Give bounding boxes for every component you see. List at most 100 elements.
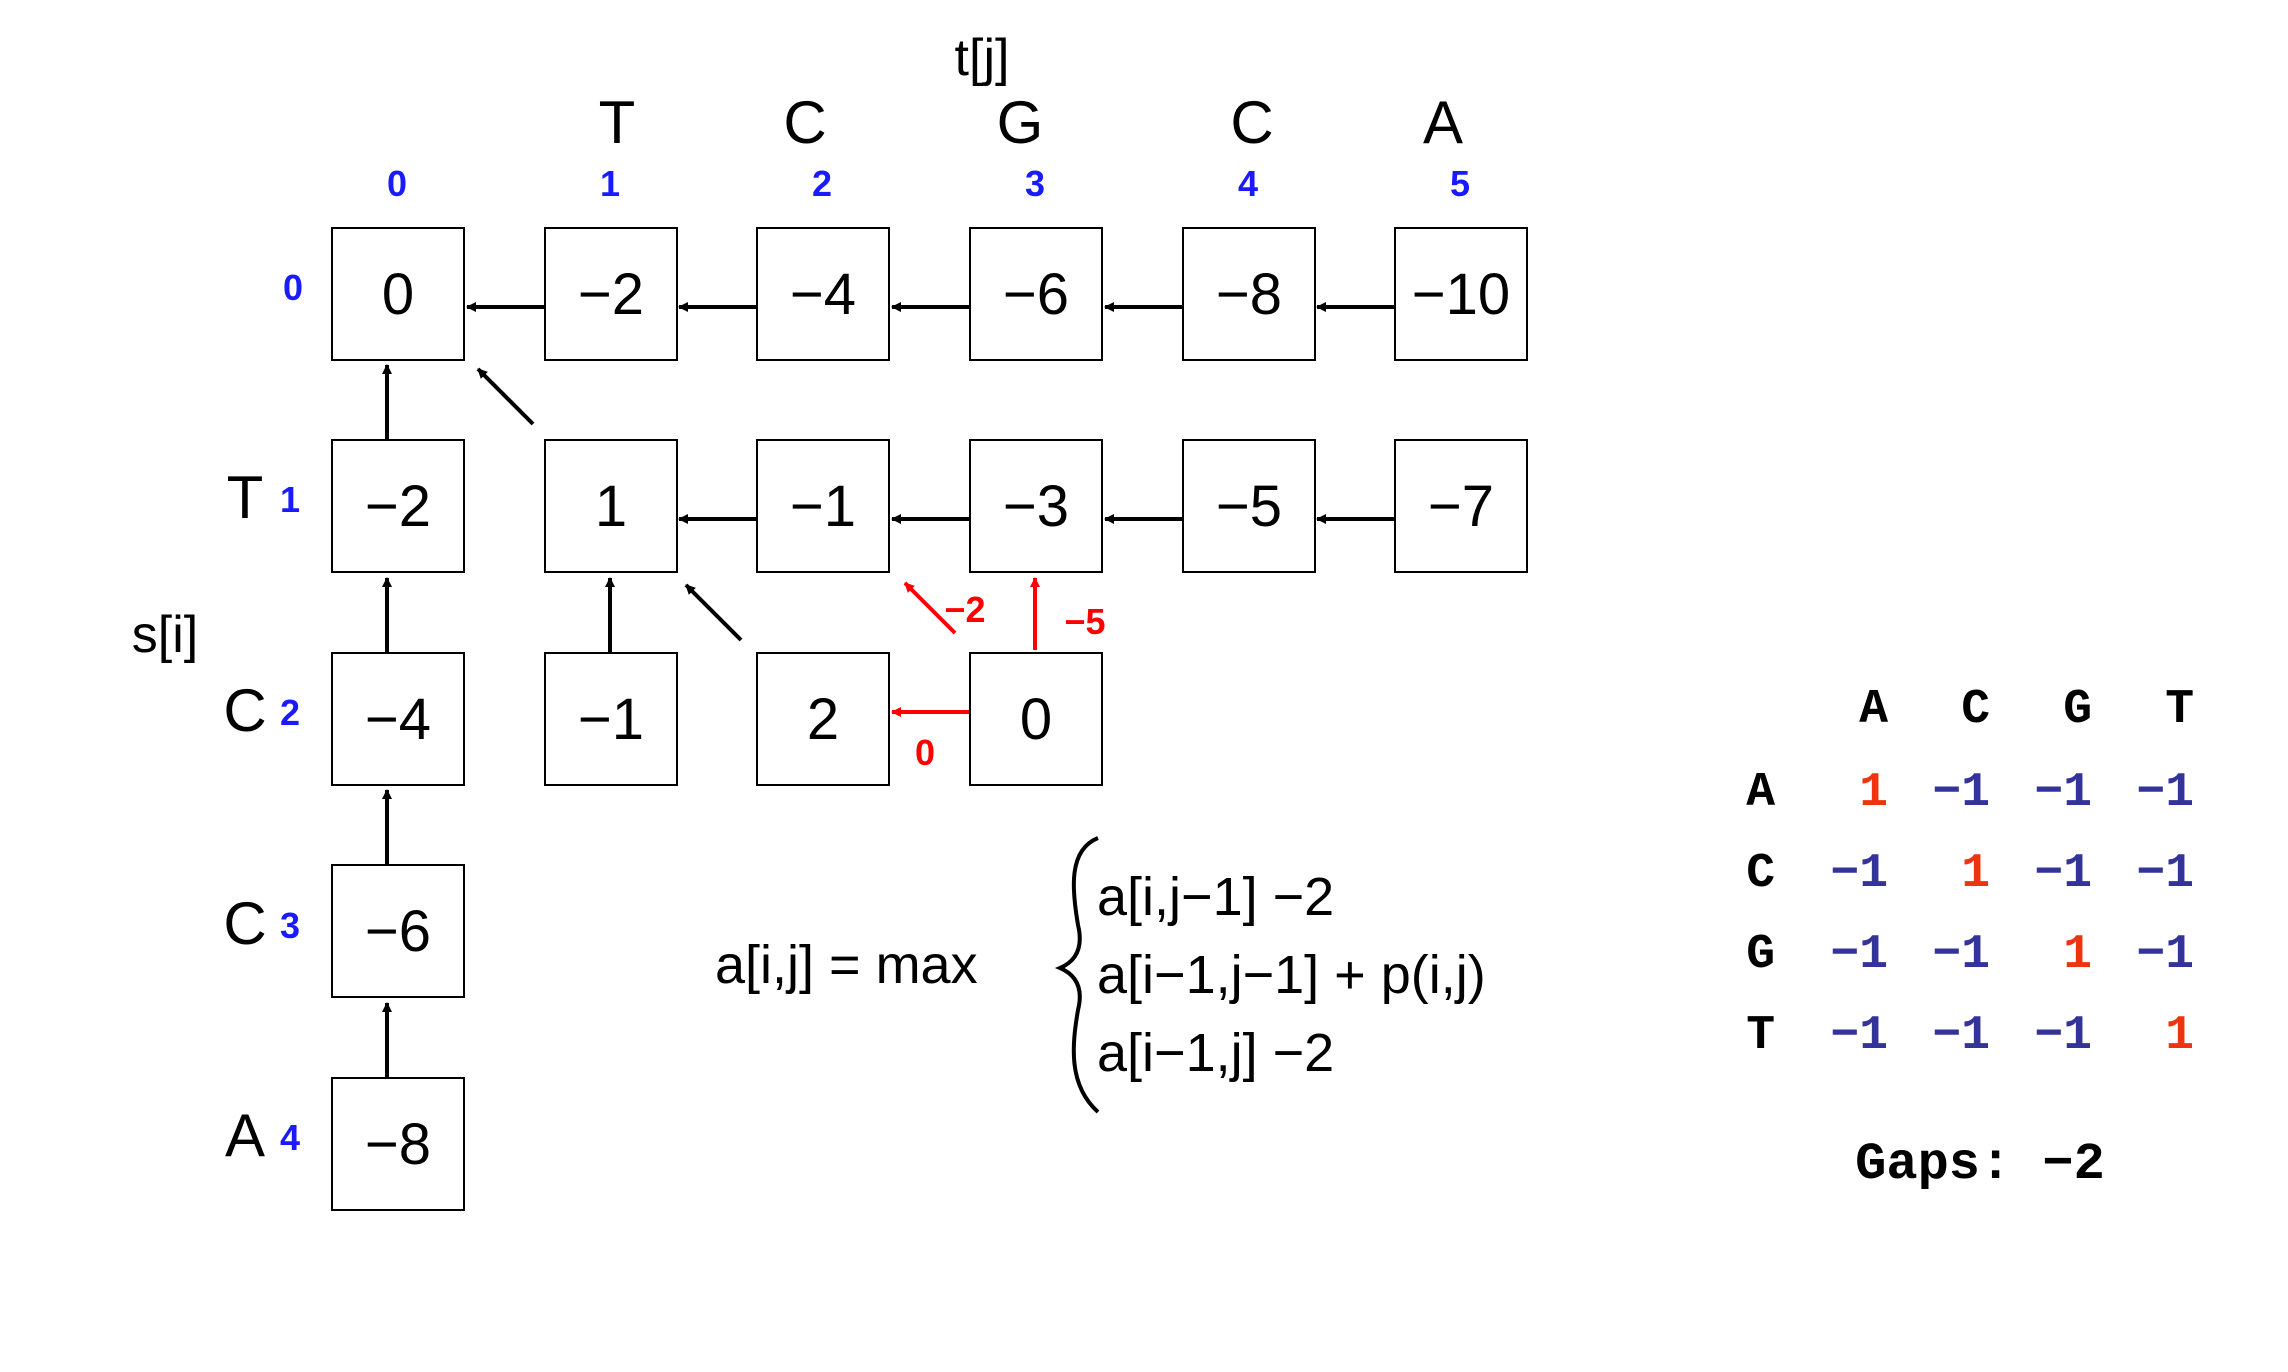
score-match-value: 1 [1961,847,1990,901]
score-mismatch-value: −1 [1932,1009,1990,1063]
column-index: 3 [1025,163,1045,204]
formula-case: a[i−1,j−1] + p(i,j) [1097,945,1486,1005]
dp-cell-value: −8 [1216,262,1282,327]
score-mismatch-value: −1 [2136,847,2194,901]
left-sequence-letter: C [223,677,266,744]
score-mismatch-value: −1 [2034,1009,2092,1063]
score-match-value: 1 [2063,928,2092,982]
score-match-value: 1 [2165,1009,2194,1063]
column-index: 4 [1238,163,1258,204]
dp-cell [756,227,890,361]
score-header: T [2165,683,2194,737]
score-row-label: A [1746,766,1775,820]
dp-cell [1182,227,1316,361]
row-index: 4 [280,1117,300,1158]
dp-cell [544,439,678,573]
row-index: 0 [283,267,303,308]
top-axis-label: t[j] [955,29,1010,87]
dp-cell-value: −1 [790,474,856,539]
left-sequence: 0 T 1 C 2 C 3 A 4 [223,267,303,1169]
dp-cell-value: 1 [595,474,627,539]
top-sequence-letter: T [599,89,636,156]
score-header: C [1961,683,1990,737]
left-axis-label: s[i] [132,606,198,664]
score-mismatch-value: −1 [1830,928,1888,982]
score-mismatch-value: −1 [1830,847,1888,901]
dp-cell [969,652,1103,786]
dp-cell [331,1077,465,1211]
left-sequence-letter: C [223,890,266,957]
dp-cell-value: −2 [578,262,644,327]
score-mismatch-value: −1 [1932,928,1990,982]
dp-cell-value: 0 [1020,687,1052,752]
dp-cell-value: −10 [1412,262,1510,327]
score-mismatch-value: −1 [2136,928,2194,982]
left-sequence-letter: A [225,1102,265,1169]
score-match-value: 1 [1859,766,1888,820]
top-sequence-letter: C [1230,89,1273,156]
recurrence-formula: a[i,j] = max a[i,j−1] −2 a[i−1,j−1] + p(… [715,836,1486,1114]
score-mismatch-value: −1 [1830,1009,1888,1063]
dp-cell-value: −4 [365,687,431,752]
dp-cell-value: −4 [790,262,856,327]
candidate-left-label: 0 [915,732,935,773]
dp-cell [756,652,890,786]
dp-cell [969,227,1103,361]
dp-cell [331,227,465,361]
score-header: G [2063,683,2092,737]
dp-cell-value: −5 [1216,474,1282,539]
diagonal-arrow [476,367,535,426]
gaps-label: Gaps: −2 [1855,1135,2105,1194]
formula-lhs: a[i,j] = max [715,935,978,995]
row-index: 2 [280,692,300,733]
dp-cell-value: −6 [1003,262,1069,327]
candidate-up-label: −5 [1064,601,1105,642]
dp-cell-value: 0 [382,262,414,327]
dp-cell [331,439,465,573]
formula-case: a[i,j−1] −2 [1097,867,1334,927]
top-sequence-letter: G [997,89,1044,156]
score-mismatch-value: −1 [1932,766,1990,820]
row-index: 3 [280,905,300,946]
dp-cell [1394,227,1528,361]
candidate-diagonal-label: −2 [944,589,985,630]
dp-cell-value: −1 [578,687,644,752]
column-index: 0 [387,163,407,204]
score-mismatch-value: −1 [2136,766,2194,820]
dp-cell [331,864,465,998]
dp-cell-value: −2 [365,474,431,539]
row-index: 1 [280,479,300,520]
dp-cell [969,439,1103,573]
column-indices: 0 1 2 3 4 5 [387,163,1470,204]
score-mismatch-value: −1 [2034,847,2092,901]
dp-cell [756,439,890,573]
dp-cell-value: 2 [807,687,839,752]
column-index: 1 [600,163,620,204]
score-row-label: T [1746,1009,1775,1063]
dp-cell-value: −8 [365,1112,431,1177]
dp-cell [1182,439,1316,573]
candidate-arrows [891,577,1040,717]
top-sequence-letter: A [1423,89,1463,156]
diagonal-arrow [684,583,743,642]
formula-case: a[i−1,j] −2 [1097,1023,1334,1083]
score-row-label: G [1746,928,1775,982]
formula-brace [1054,836,1100,1114]
dp-cell [331,652,465,786]
left-sequence-letter: T [227,464,264,531]
dp-cell-value: −3 [1003,474,1069,539]
score-header: A [1859,683,1888,737]
score-row-label: C [1746,847,1775,901]
dp-cell-value: −7 [1428,474,1494,539]
dp-cell-value: −6 [365,899,431,964]
candidate-diagonal-arrow [903,581,957,635]
score-mismatch-value: −1 [2034,766,2092,820]
dp-cell [544,227,678,361]
dp-cell [1394,439,1528,573]
column-index: 5 [1450,163,1470,204]
top-sequence: T C G C A [599,89,1463,156]
column-index: 2 [812,163,832,204]
dp-cells: 0 −2 −4 −6 −8 −10 −2 1 −1 −3 −5 −7 −4 −1 2 0 −6 −8 [331,227,1528,1211]
